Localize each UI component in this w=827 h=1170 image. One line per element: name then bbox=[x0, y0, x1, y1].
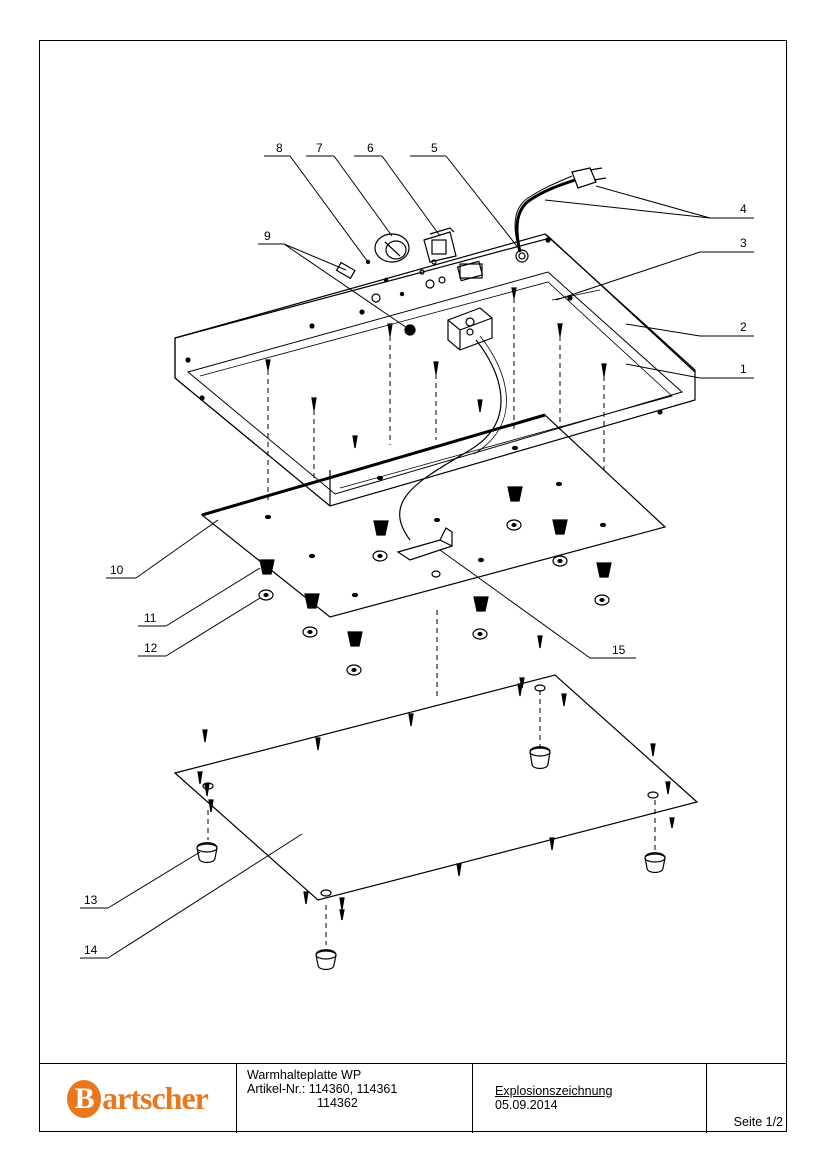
drawing-frame bbox=[39, 40, 787, 1132]
thermostat-knob bbox=[374, 233, 410, 263]
drawing-type: Explosionszeichnung bbox=[495, 1084, 613, 1098]
callout-12: 12 bbox=[144, 641, 158, 655]
callout-labels: 1 2 3 4 5 6 7 8 9 10 11 12 13 14 15 bbox=[84, 141, 747, 957]
callout-1: 1 bbox=[740, 362, 747, 376]
callout-10: 10 bbox=[110, 563, 124, 577]
bottom-plate bbox=[173, 674, 699, 901]
assembly-lines bbox=[207, 298, 656, 945]
plate-feet bbox=[259, 486, 612, 647]
logo-initial: B bbox=[67, 1079, 102, 1118]
callout-2: 2 bbox=[740, 320, 747, 334]
callout-8: 8 bbox=[276, 141, 283, 155]
callout-3: 3 bbox=[740, 236, 747, 250]
callout-9: 9 bbox=[264, 229, 271, 243]
article-numbers-cont: 114362 bbox=[317, 1096, 358, 1110]
drawing-info-cell: Explosionszeichnung 05.09.2014 bbox=[473, 1064, 707, 1133]
switch-part bbox=[423, 227, 457, 263]
page-number: Seite 1/2 bbox=[733, 1115, 783, 1129]
page-cell: Seite 1/2 bbox=[707, 1064, 787, 1133]
callout-15: 15 bbox=[612, 643, 626, 657]
article-numbers: Artikel-Nr.: 114360, 114361 bbox=[247, 1082, 398, 1096]
callout-7: 7 bbox=[316, 141, 323, 155]
callout-11: 11 bbox=[144, 611, 157, 625]
callout-14: 14 bbox=[84, 943, 98, 957]
callout-5: 5 bbox=[431, 141, 438, 155]
product-name: Warmhalteplatte WP bbox=[247, 1068, 362, 1082]
plate-washers bbox=[258, 519, 610, 676]
small-parts bbox=[335, 259, 483, 336]
bottom-washers bbox=[202, 684, 659, 897]
bottom-feet bbox=[196, 746, 666, 971]
leader-lines bbox=[80, 155, 754, 959]
exploded-view-drawing: 1 2 3 4 5 6 7 8 9 10 11 12 13 14 15 bbox=[80, 141, 754, 971]
logo-rest: artscher bbox=[102, 1080, 209, 1116]
housing-screws bbox=[265, 287, 607, 449]
drawing-date: 05.09.2014 bbox=[495, 1098, 558, 1112]
bottom-screws bbox=[197, 635, 675, 921]
sensor-bracket bbox=[396, 527, 454, 578]
terminal-box bbox=[447, 307, 493, 351]
product-cell: Warmhalteplatte WP Artikel-Nr.: 114360, … bbox=[237, 1064, 473, 1133]
callout-6: 6 bbox=[367, 141, 374, 155]
callout-13: 13 bbox=[84, 893, 98, 907]
power-cable bbox=[399, 167, 607, 541]
heating-plate bbox=[200, 413, 667, 618]
callout-4: 4 bbox=[740, 202, 747, 216]
plate-small-dots bbox=[264, 445, 607, 598]
